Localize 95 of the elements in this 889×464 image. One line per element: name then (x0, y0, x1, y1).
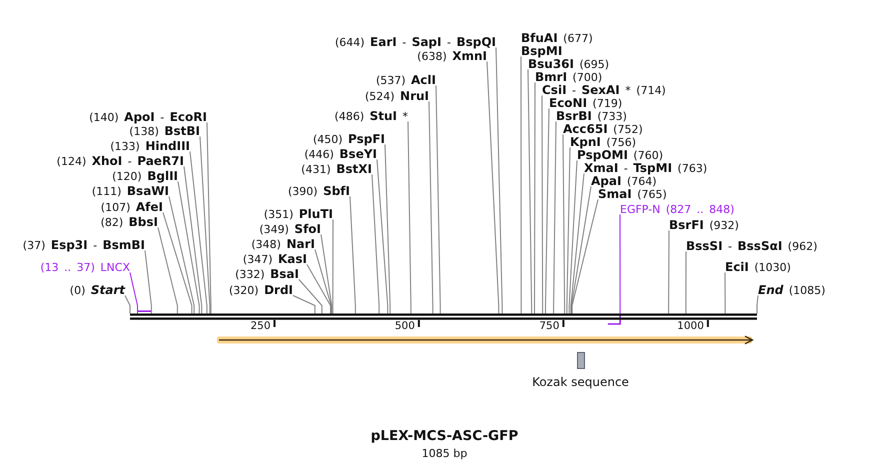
leader-line (372, 174, 380, 314)
site-label: (486) StuI* (334, 110, 408, 122)
site-label: (638) XmnI (417, 50, 487, 62)
leader-line (496, 47, 503, 314)
site-label: (133) HindIII (110, 140, 190, 152)
leader-line (566, 147, 570, 314)
site-label: EcoNI (719) (549, 96, 622, 110)
site-label: (140) ApoI - EcoRI (89, 110, 207, 124)
site-label: (120) BglII (112, 170, 178, 182)
leader-line (520, 56, 522, 314)
site-label: (111) BsaWI (92, 184, 169, 198)
primer-label: EGFP-N (827 .. 848) (620, 202, 734, 216)
site-label: Acc65I (752) (563, 122, 643, 136)
end-label: (0) Start (70, 284, 125, 296)
leader-line (384, 144, 391, 314)
leader-line (298, 279, 322, 314)
end-label: End (1085) (758, 284, 826, 296)
leader-line (320, 234, 332, 314)
leader-line (168, 196, 195, 314)
site-label: (348) NarI (251, 238, 315, 250)
scale-label: 750 (539, 320, 560, 332)
leader-line (314, 249, 332, 314)
site-label: BsrFI (932) (669, 218, 739, 232)
site-label: ApaI (764) (591, 174, 657, 188)
leader-line (178, 181, 200, 314)
site-label: (347) KasI (242, 252, 307, 266)
scale-label: 250 (250, 320, 270, 332)
leader-line (158, 227, 178, 314)
leader-line (553, 121, 556, 314)
site-label: (332) BsaI (235, 268, 299, 280)
leader-line (572, 199, 598, 314)
site-label: BssSI - BssSαI (962) (686, 240, 818, 252)
leader-line (292, 295, 316, 314)
primer-label: (13 .. 37) LNCX (40, 260, 130, 274)
sequence-bar (130, 314, 757, 320)
leader-line (124, 295, 130, 314)
leader-line (144, 250, 152, 314)
site-label: (320) DrdI (228, 284, 293, 296)
leader-line (534, 82, 536, 314)
site-label: (37) Esp3I - BsmBI (22, 238, 145, 252)
site-label: XmaI - TspMI (763) (584, 162, 708, 174)
leader-line (570, 173, 584, 314)
leader-line (190, 151, 208, 314)
site-label: BsrBI (733) (556, 110, 627, 122)
leader-line (408, 121, 412, 314)
site-label: CsiI - SexAI* (714) (542, 84, 666, 96)
leader-line (756, 295, 758, 314)
leader-line (568, 160, 578, 314)
site-label: (349) SfoI (259, 222, 321, 236)
site-label: EciI (1030) (725, 260, 791, 274)
map-title: pLEX-MCS-ASC-GFP (370, 428, 518, 444)
site-label: BmrI (700) (535, 70, 602, 84)
site-label: (446) BseYI (304, 148, 377, 160)
leader-line (542, 95, 544, 314)
leader-line (620, 214, 621, 314)
site-label: (138) BstBI (129, 124, 200, 138)
site-label: (644) EarI - SapI - BspQI (334, 36, 496, 48)
site-label: (431) BstXI (301, 162, 372, 176)
leader-line (350, 196, 356, 314)
site-label: PspOMI (760) (577, 148, 664, 162)
leader-line (528, 69, 532, 314)
leader-line (562, 134, 566, 314)
leader-line (376, 159, 388, 314)
site-label: KpnI (756) (570, 136, 636, 148)
leader-line (486, 61, 500, 314)
feature-label: Kozak sequence (532, 375, 629, 389)
site-label: Bsu36I (695) (528, 58, 610, 70)
scale-label: 1000 (677, 320, 704, 332)
site-label: (124) XhoI - PaeR7I (56, 154, 184, 168)
leader-line (332, 219, 334, 314)
site-label: (524) NruI (364, 90, 429, 102)
leader-line (162, 212, 192, 314)
leader-line (184, 166, 202, 314)
leader-line (436, 85, 441, 314)
leader-line (428, 101, 434, 314)
site-label: (351) PluTI (264, 208, 333, 220)
leader-line (571, 186, 592, 314)
site-label: (537) AclI (376, 74, 436, 86)
leader-line (668, 230, 670, 314)
leader-line (200, 136, 210, 314)
leader-line (685, 251, 686, 314)
site-label: (107) AfeI (100, 200, 163, 214)
site-label: BfuAI (677) (521, 32, 593, 44)
site-label: (450) PspFI (312, 132, 385, 146)
leader-line (724, 272, 726, 314)
leader-line (306, 264, 331, 314)
scale-label: 500 (394, 320, 415, 332)
sequence-length: 1085 bp (422, 447, 468, 460)
leader-line (206, 122, 212, 314)
leader-line (545, 108, 550, 314)
site-label: (82) BbsI (100, 216, 158, 228)
site-label: (390) SbfI (288, 184, 350, 198)
site-label: SmaI (765) (598, 188, 667, 200)
site-label: BspMI (521, 44, 564, 58)
leader-line (130, 272, 138, 314)
